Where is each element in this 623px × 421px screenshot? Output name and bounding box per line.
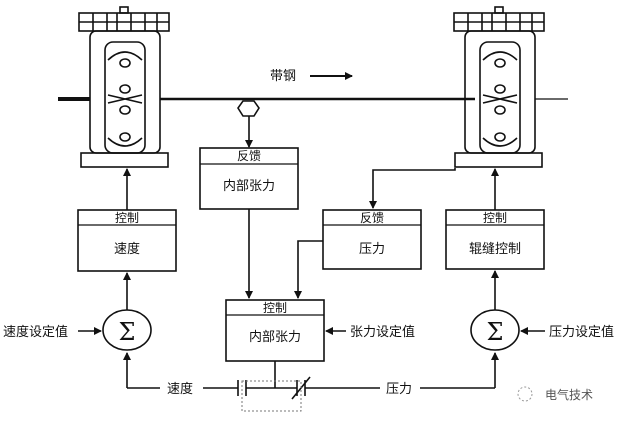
tension-sensor-icon (237, 100, 260, 117)
box-label: 辊缝控制 (469, 242, 521, 257)
box-label: 内部张力 (223, 178, 275, 194)
box-label: 速度 (114, 241, 140, 257)
speed-setpoint-label: 速度设定值 (3, 324, 68, 340)
stand-to-pressure-feedback-arrow (369, 168, 456, 209)
gap-control-box: 控制 辊缝控制 (445, 209, 545, 270)
speed-control-box: 控制 速度 (77, 209, 177, 272)
speed-label: 速度 (167, 381, 193, 397)
box-header: 控制 (115, 211, 139, 225)
tension-setpoint-label: 张力设定值 (350, 324, 415, 340)
left-summing-junction: Σ (102, 309, 152, 351)
right-mill-stand (453, 6, 545, 168)
box-header: 反馈 (237, 149, 261, 163)
sigma-icon: Σ (119, 318, 136, 346)
watermark-text: 电气技术 (545, 387, 593, 402)
right-summing-junction: Σ (470, 309, 520, 351)
pressure-feedback-arrowhead (491, 352, 499, 360)
speed-feedback-arrowhead (123, 352, 131, 360)
tension-feedback-box: 反馈 内部张力 (199, 147, 299, 210)
box-header: 控制 (483, 211, 507, 225)
sigma-icon: Σ (487, 318, 504, 346)
box-label: 内部张力 (249, 329, 301, 345)
pressure-feedback-box: 反馈 压力 (322, 209, 422, 270)
pressure-setpoint-label: 压力设定值 (549, 324, 614, 340)
tension-control-box: 控制 内部张力 (225, 299, 325, 362)
box-header: 控制 (263, 301, 287, 315)
left-mill-stand (78, 6, 170, 168)
wechat-icon (517, 386, 533, 402)
box-header: 反馈 (360, 211, 384, 225)
watermark: 电气技术 (517, 386, 593, 402)
box-label: 压力 (359, 242, 385, 257)
strip-label: 带钢 (270, 69, 296, 84)
pressure-label: 压力 (386, 382, 412, 397)
pressure-feedback-to-tension-control-arrow (294, 240, 323, 299)
